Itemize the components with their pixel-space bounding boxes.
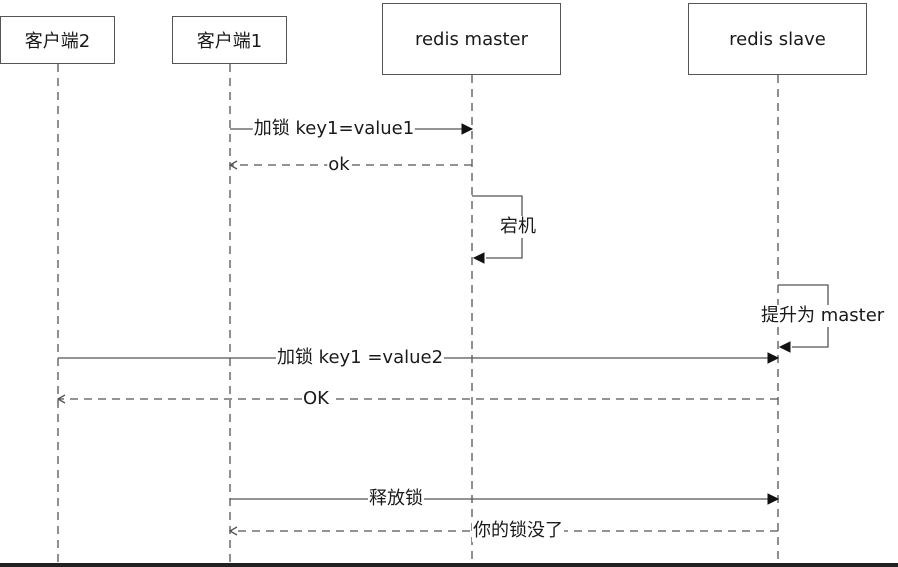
message-label-master-down: 宕机	[500, 216, 536, 238]
arrowhead-0	[461, 123, 474, 135]
arrowhead-1	[228, 160, 238, 170]
arrowhead-2	[472, 252, 485, 264]
participant-label: 客户端2	[24, 31, 91, 52]
message-label-lock-value1: 加锁 key1=value1	[252, 118, 416, 140]
arrowhead-3	[778, 341, 791, 353]
message-label-lock-lost: 你的锁没了	[472, 520, 564, 542]
participant-redis-slave: redis slave	[688, 3, 867, 75]
arrowhead-6	[767, 493, 780, 505]
message-label-release-lock: 释放锁	[368, 488, 424, 510]
participant-label: redis master	[414, 28, 529, 50]
bottom-border	[0, 563, 898, 567]
arrowhead-7	[228, 526, 238, 536]
participant-client2: 客户端2	[0, 16, 115, 64]
arrowhead-4	[767, 352, 780, 364]
message-label-lock-value2: 加锁 key1 =value2	[275, 347, 445, 369]
message-label-promote-master: 提升为 master	[761, 305, 885, 327]
participant-label: 客户端1	[196, 31, 263, 52]
participant-label: redis slave	[729, 28, 826, 50]
arrowhead-5	[56, 394, 66, 404]
message-label-ok: ok	[327, 154, 351, 176]
message-label-OK: OK	[302, 388, 330, 410]
participant-redis-master: redis master	[382, 3, 561, 75]
participant-client1: 客户端1	[172, 16, 287, 64]
